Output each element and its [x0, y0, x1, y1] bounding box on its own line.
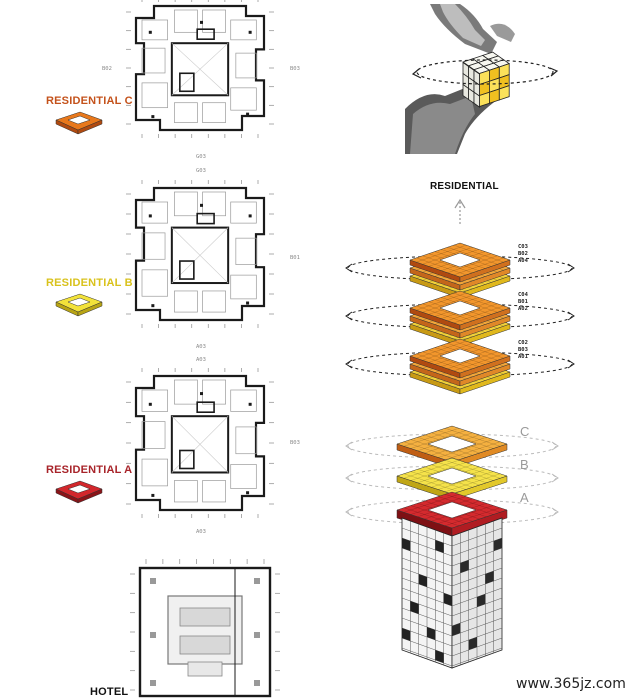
floor-plan-hotel	[130, 559, 280, 698]
grid-code: B03	[290, 66, 300, 72]
grid-code: A03	[196, 344, 206, 350]
grid-code: G03	[196, 154, 206, 160]
hand-rubiks-cube-illustration	[405, 4, 559, 154]
floor-label-residential-a: RESIDENTIAL A	[46, 464, 133, 476]
grid-code: B03	[290, 440, 300, 446]
grid-code: G03	[196, 168, 206, 174]
layer-letter-a: A	[520, 490, 529, 505]
grid-code: A03	[196, 357, 206, 363]
exploded-residential-stack	[345, 198, 575, 395]
watermark: www.365jz.com	[516, 676, 626, 692]
residential-c-ring-icon	[55, 111, 103, 135]
floor-label-residential-c: RESIDENTIAL C	[46, 95, 133, 107]
grid-code: A03	[196, 529, 206, 535]
floor-plan-residential-a	[126, 368, 274, 518]
residential-a-ring-icon	[55, 480, 103, 504]
floor-label-hotel: HOTEL	[90, 686, 129, 698]
grid-code: B02	[102, 66, 112, 72]
layer-letter-c: C	[520, 424, 530, 439]
floor-plan-residential-b	[126, 180, 274, 328]
floor-label-residential-b: RESIDENTIAL B	[46, 277, 133, 289]
grid-code: B01	[290, 255, 300, 261]
floor-plan-residential-c	[126, 0, 274, 138]
layer-letter-b: B	[520, 457, 529, 472]
residential-title: RESIDENTIAL	[430, 181, 499, 192]
residential-b-ring-icon	[55, 293, 103, 317]
tower-exploded-diagram	[345, 425, 559, 669]
